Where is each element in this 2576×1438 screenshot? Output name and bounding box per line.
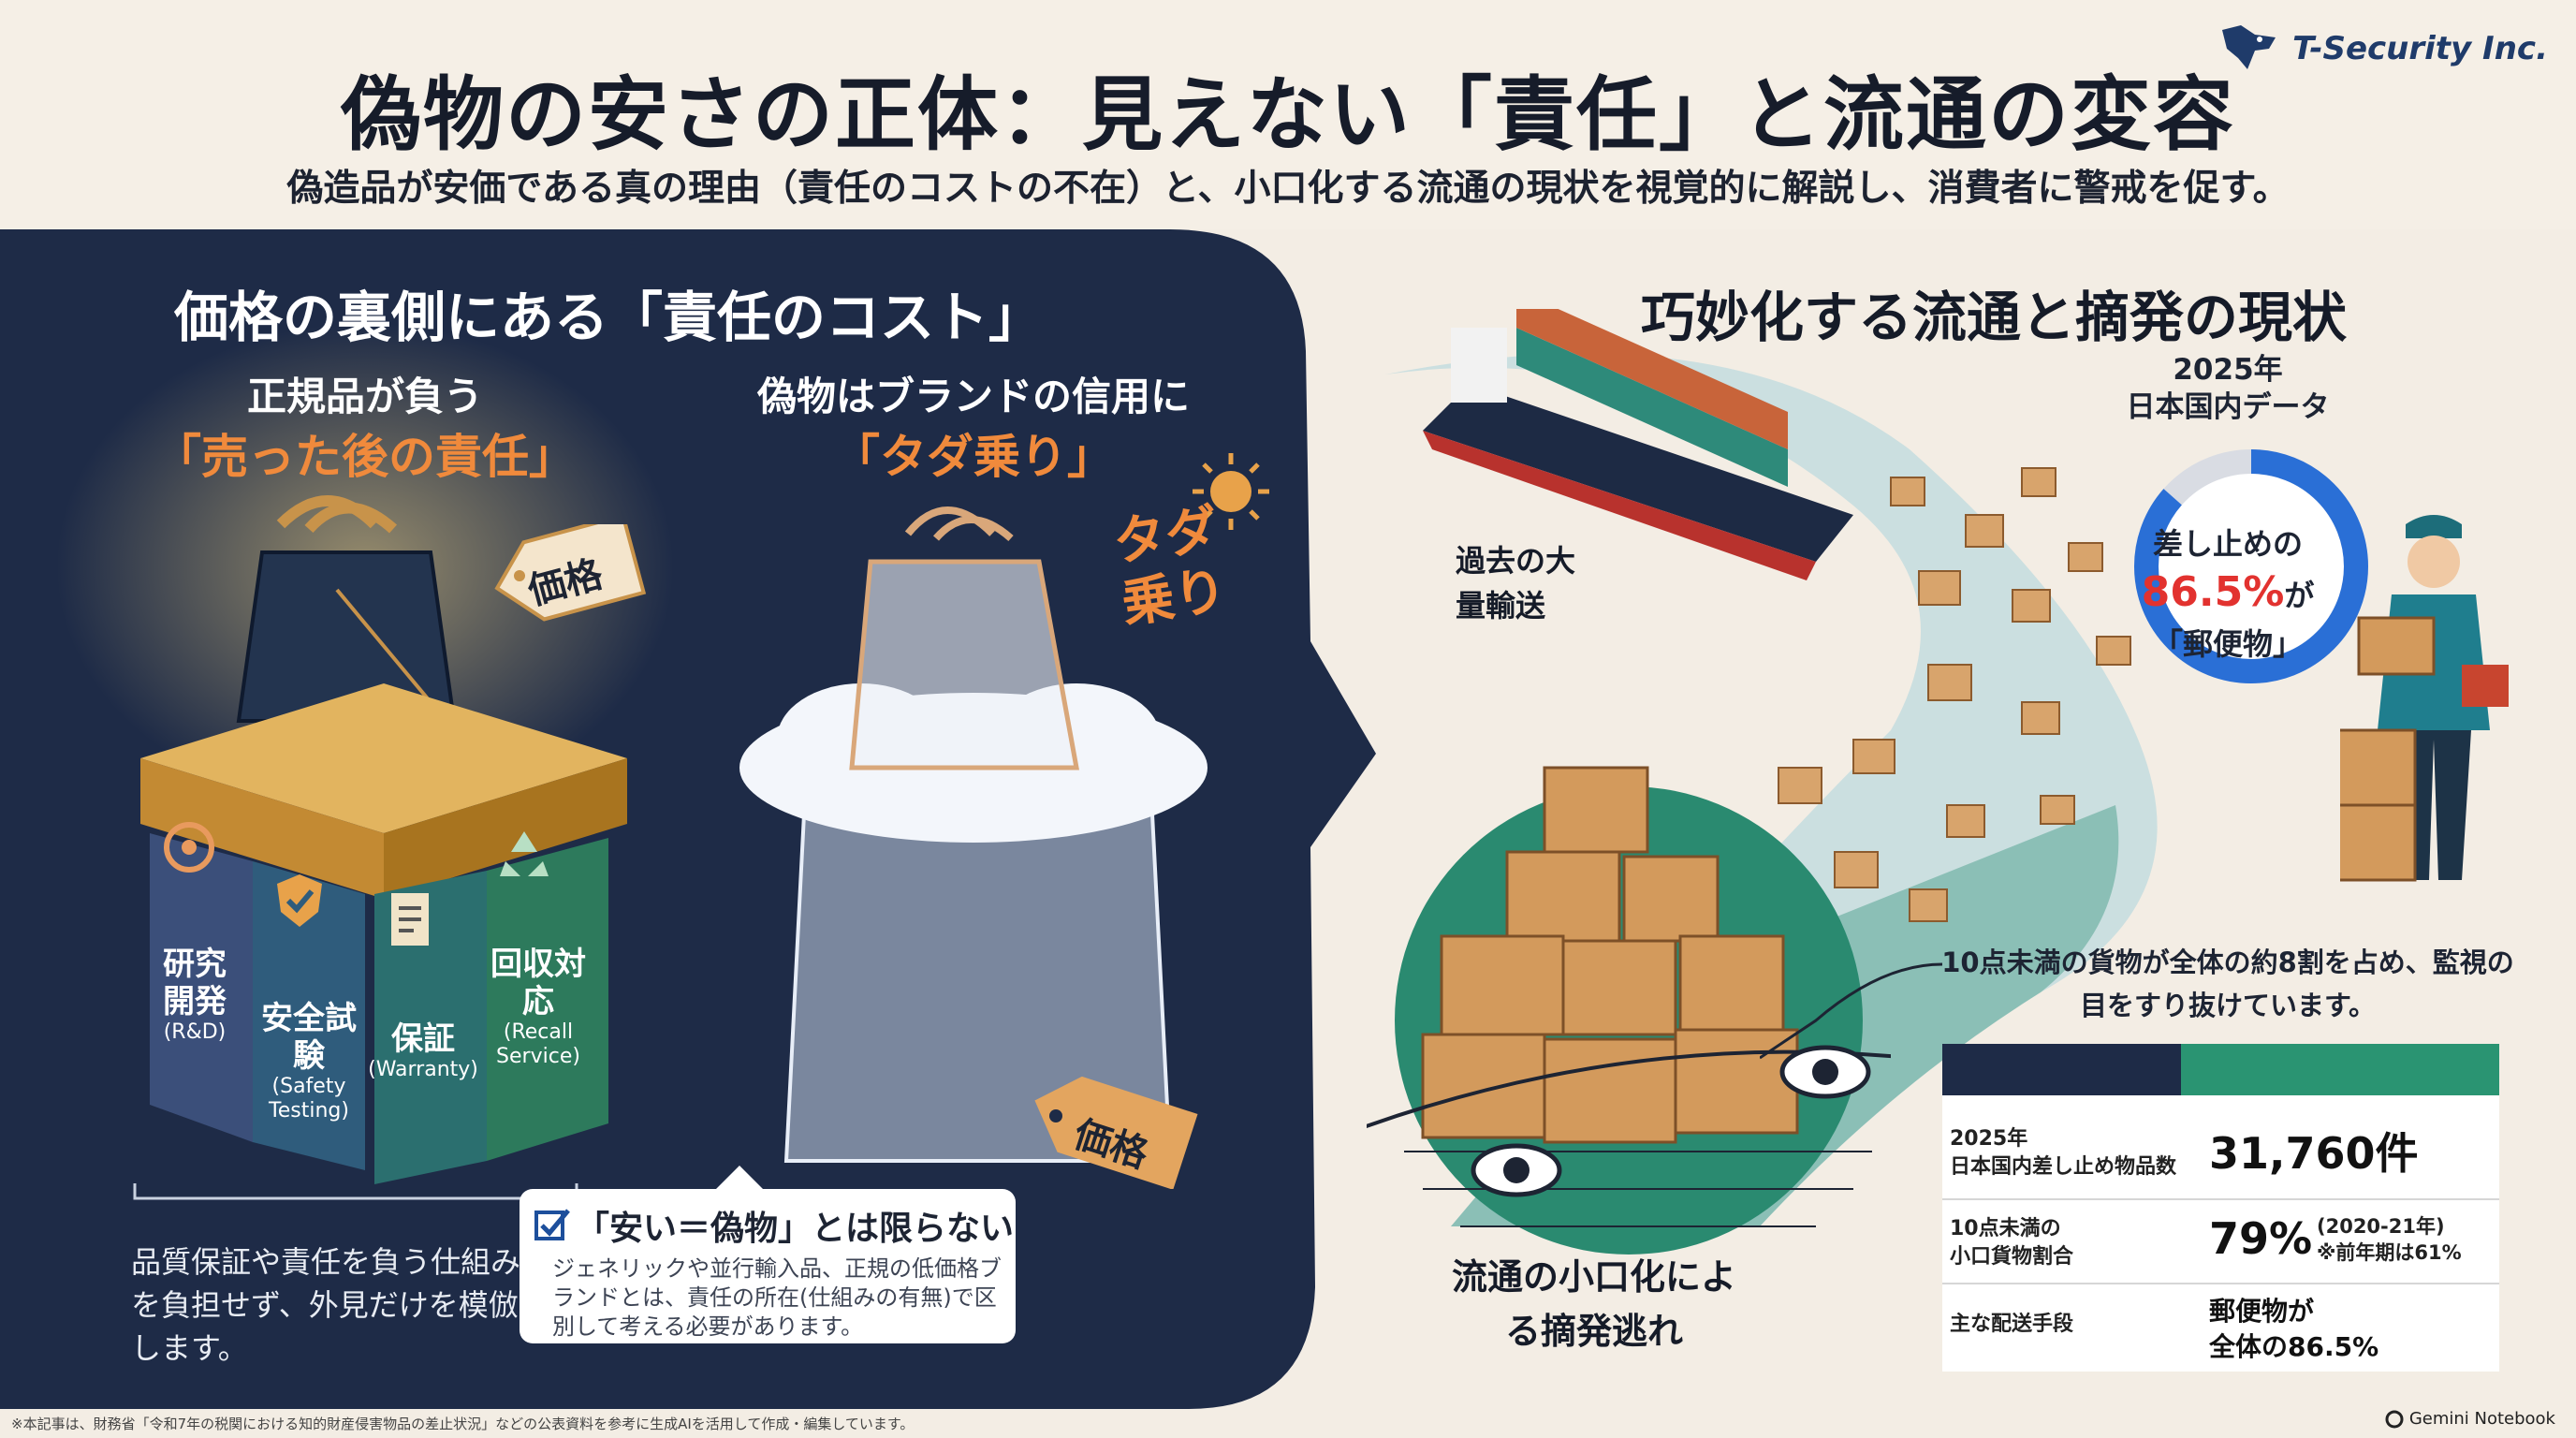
cargo-ship-illustration — [1423, 309, 1853, 580]
donut-fill-arc — [2134, 449, 2368, 683]
dog-logo-icon — [2222, 25, 2276, 69]
pillar-bracket — [133, 1183, 578, 1200]
notebook-icon — [2385, 1410, 2404, 1428]
fake-highlight: 「タダ乗り」 — [833, 430, 1114, 484]
donut-year-label: 2025年日本国内データ — [2126, 353, 2330, 424]
genuine-highlight: 「売った後の責任」 — [154, 430, 576, 484]
caption-pointer-line — [1760, 962, 1943, 1060]
table-row: 10点未満の 小口貨物割合 79% (2020-21年) ※前年期は61% — [1942, 1198, 2499, 1284]
donut-percent: 86.5% — [2141, 568, 2285, 616]
fake-price-tag — [1034, 1077, 1198, 1189]
sun-icon — [1193, 453, 1269, 530]
certificate-icon — [391, 893, 429, 946]
pillar-rnd-label: 研究開発(R&D) — [163, 946, 227, 1044]
genuine-pedestal-illustration — [140, 495, 627, 1184]
page-title: 偽物の安さの正体：見えない「責任」と流通の変容 — [341, 68, 2235, 162]
pillar-safety-label: 安全試験(Safety Testing) — [261, 1000, 357, 1123]
checkbox-icon — [534, 1209, 570, 1240]
recycle-icon — [500, 831, 549, 876]
fake-glass-box-illustration — [739, 506, 1208, 1163]
fake-label: 偽物はブランドの信用に — [756, 374, 1190, 419]
statistics-table: 2025年 日本国内差し止め物品数 31,760件 10点未満の 小口貨物割合 … — [1942, 1044, 2499, 1372]
page-subtitle: 偽造品が安価である真の理由（責任のコストの不在）と、小口化する流通の現状を視覚的… — [286, 168, 2290, 210]
callout-box — [520, 1189, 1016, 1343]
pillar-warranty-label: 保証(Warranty) — [368, 1020, 478, 1081]
box-pile-net-illustration — [1367, 766, 1891, 1255]
donut-center-text: 差し止めの 86.5%が 「郵便物」 — [2141, 526, 2315, 662]
small-parcels-illustration — [1778, 467, 2131, 922]
company-logo: T-Security Inc. — [2217, 21, 2548, 77]
left-heading: 価格の裏側にある「責任のコスト」 — [173, 286, 1043, 349]
genuine-label: 正規品が負う — [246, 374, 483, 419]
table-header-navy — [1942, 1044, 2181, 1095]
footnote: ※本記事は、財務省「令和7年の税関における知的財産侵害物品の差止状況」などの公表… — [11, 1416, 915, 1432]
watching-eye-icon — [1471, 1143, 1562, 1197]
callout-body: ジェネリックや並行輸入品、正規の低価格ブランドとは、責任の所在(仕組みの有無)で… — [552, 1255, 1002, 1340]
callout-pointer — [711, 1166, 768, 1194]
courier-illustration — [2340, 515, 2509, 882]
pillar-recall-label: 回収対応(Recall Service) — [490, 946, 586, 1068]
postal-share-donut — [2134, 449, 2368, 683]
logo-text: T-Security Inc. — [2292, 30, 2548, 67]
genuine-price-tag — [494, 524, 646, 622]
header — [0, 0, 2576, 229]
watching-eye-icon — [1779, 1045, 1871, 1099]
right-heading: 巧妙化する流通と摘発の現状 — [1640, 286, 2347, 349]
callout-title: 「安い＝偽物」とは限らない — [576, 1210, 1015, 1248]
brand-credit: Gemini Notebook — [2385, 1409, 2555, 1429]
table-caption: 10点未満の貨物が全体の約8割を占め、監視の目をすり抜けています。 — [1941, 946, 2514, 1021]
free-ride-stamp: タダ乗り — [1109, 498, 1231, 636]
shield-check-icon — [277, 874, 322, 927]
table-row: 主な配送手段 郵便物が 全体の86.5% — [1950, 1296, 2379, 1362]
table-row: 2025年 日本国内差し止め物品数 31,760件 — [1942, 1095, 2499, 1200]
past-shipping-label: 過去の大量輸送 — [1456, 543, 1576, 624]
table-header-green — [2181, 1044, 2499, 1095]
small-lot-label: 流通の小口化による摘発逃れ — [1451, 1256, 1736, 1352]
cost-note: 品質保証や責任を負う仕組みを負担せず、外見だけを模倣します。 — [131, 1244, 521, 1366]
brain-gear-icon — [164, 822, 214, 873]
